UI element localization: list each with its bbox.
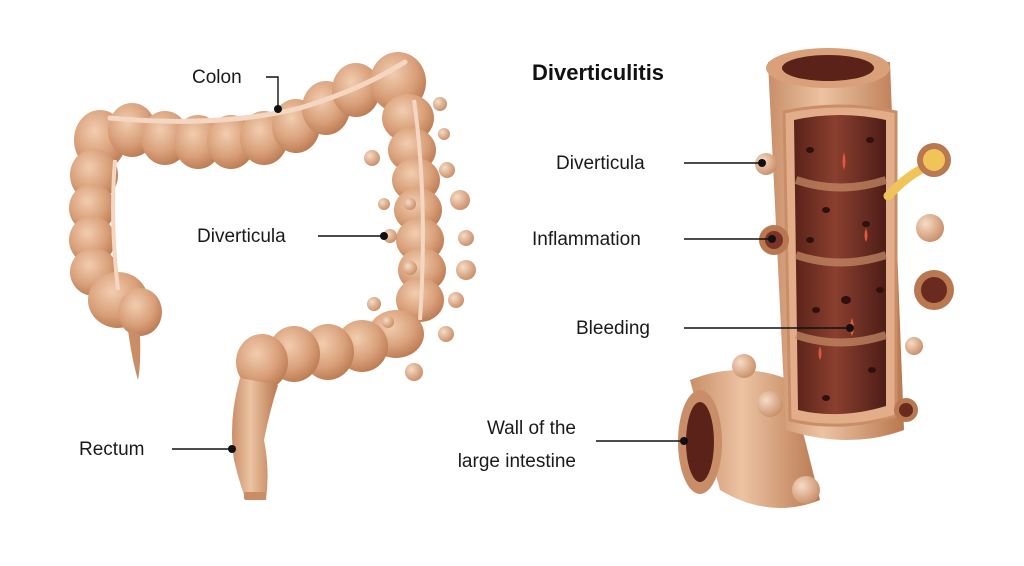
leader-lines xyxy=(172,76,854,453)
colon-diverticula-pouches xyxy=(364,97,476,381)
label-bleeding: Bleeding xyxy=(576,318,650,339)
label-colon: Colon xyxy=(192,67,242,88)
diagram-title: Diverticulitis xyxy=(532,60,665,85)
bleeding-drops xyxy=(818,152,868,360)
label-diverticula-left: Diverticula xyxy=(197,226,286,247)
sigmoid-colon xyxy=(236,310,424,390)
descending-colon xyxy=(382,94,446,322)
label-wall-line2: large intestine xyxy=(457,451,576,472)
ascending-colon xyxy=(69,110,162,380)
transverse-colon xyxy=(107,52,426,169)
label-inflammation: Inflammation xyxy=(532,229,641,250)
label-diverticula-right: Diverticula xyxy=(556,153,645,174)
rectum xyxy=(232,378,278,500)
intestine-cross-section xyxy=(678,48,954,508)
label-wall-line1: Wall of the xyxy=(486,418,576,439)
cross-section-pouches xyxy=(732,143,954,504)
colon-illustration xyxy=(69,52,476,500)
label-rectum: Rectum xyxy=(79,439,145,460)
